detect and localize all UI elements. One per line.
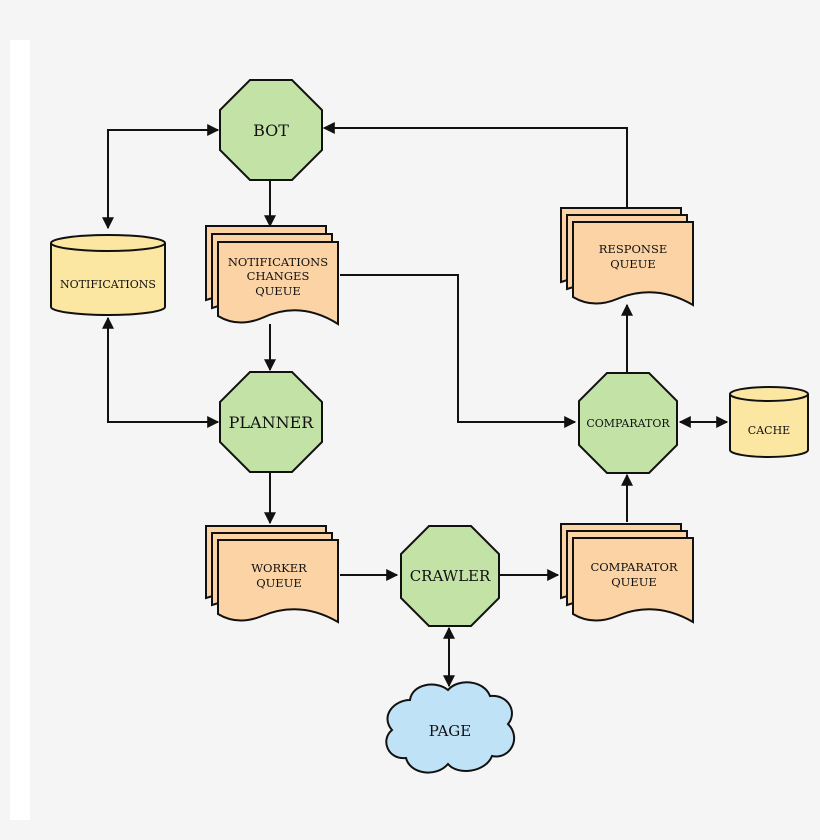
edge-response-queue-bot — [322, 122, 628, 210]
edge-notifications-queue-comparator — [340, 274, 577, 428]
notifications-store-label: NOTIFICATIONS — [60, 278, 156, 291]
response-queue-node: RESPONSE QUEUE — [560, 207, 694, 307]
left-panel-strip — [10, 40, 30, 820]
response-queue-label-1: RESPONSE — [599, 242, 667, 256]
edge-notifications-bot — [102, 124, 220, 230]
notifications-changes-queue-label-1: NOTIFICATIONS — [228, 255, 328, 269]
cache-node: CACHE — [729, 386, 809, 458]
comparator-queue-label-2: QUEUE — [611, 575, 657, 589]
bot-node: BOT — [219, 79, 323, 181]
planner-label: PLANNER — [229, 413, 315, 432]
worker-queue-label-1: WORKER — [251, 561, 307, 575]
page-node: PAGE — [385, 681, 515, 774]
notifications-changes-queue-node: NOTIFICATIONS CHANGES QUEUE — [205, 225, 339, 326]
notifications-changes-queue-label-3: QUEUE — [255, 284, 301, 298]
bot-label: BOT — [253, 121, 289, 140]
edge-notifications-planner — [102, 316, 220, 428]
notifications-changes-queue-label-2: CHANGES — [247, 269, 310, 283]
page-label: PAGE — [429, 722, 471, 740]
response-queue-label-2: QUEUE — [610, 257, 656, 271]
notifications-store-node: NOTIFICATIONS — [50, 234, 166, 316]
worker-queue-label-2: QUEUE — [256, 576, 302, 590]
crawler-label: CRAWLER — [410, 567, 491, 585]
cache-label: CACHE — [748, 424, 790, 437]
comparator-label: COMPARATOR — [586, 417, 670, 430]
planner-node: PLANNER — [219, 371, 323, 473]
worker-queue-node: WORKER QUEUE — [205, 525, 339, 624]
crawler-node: CRAWLER — [400, 525, 500, 627]
comparator-queue-node: COMPARATOR QUEUE — [560, 523, 694, 624]
comparator-queue-label-1: COMPARATOR — [590, 560, 677, 574]
comparator-node: COMPARATOR — [578, 372, 678, 474]
